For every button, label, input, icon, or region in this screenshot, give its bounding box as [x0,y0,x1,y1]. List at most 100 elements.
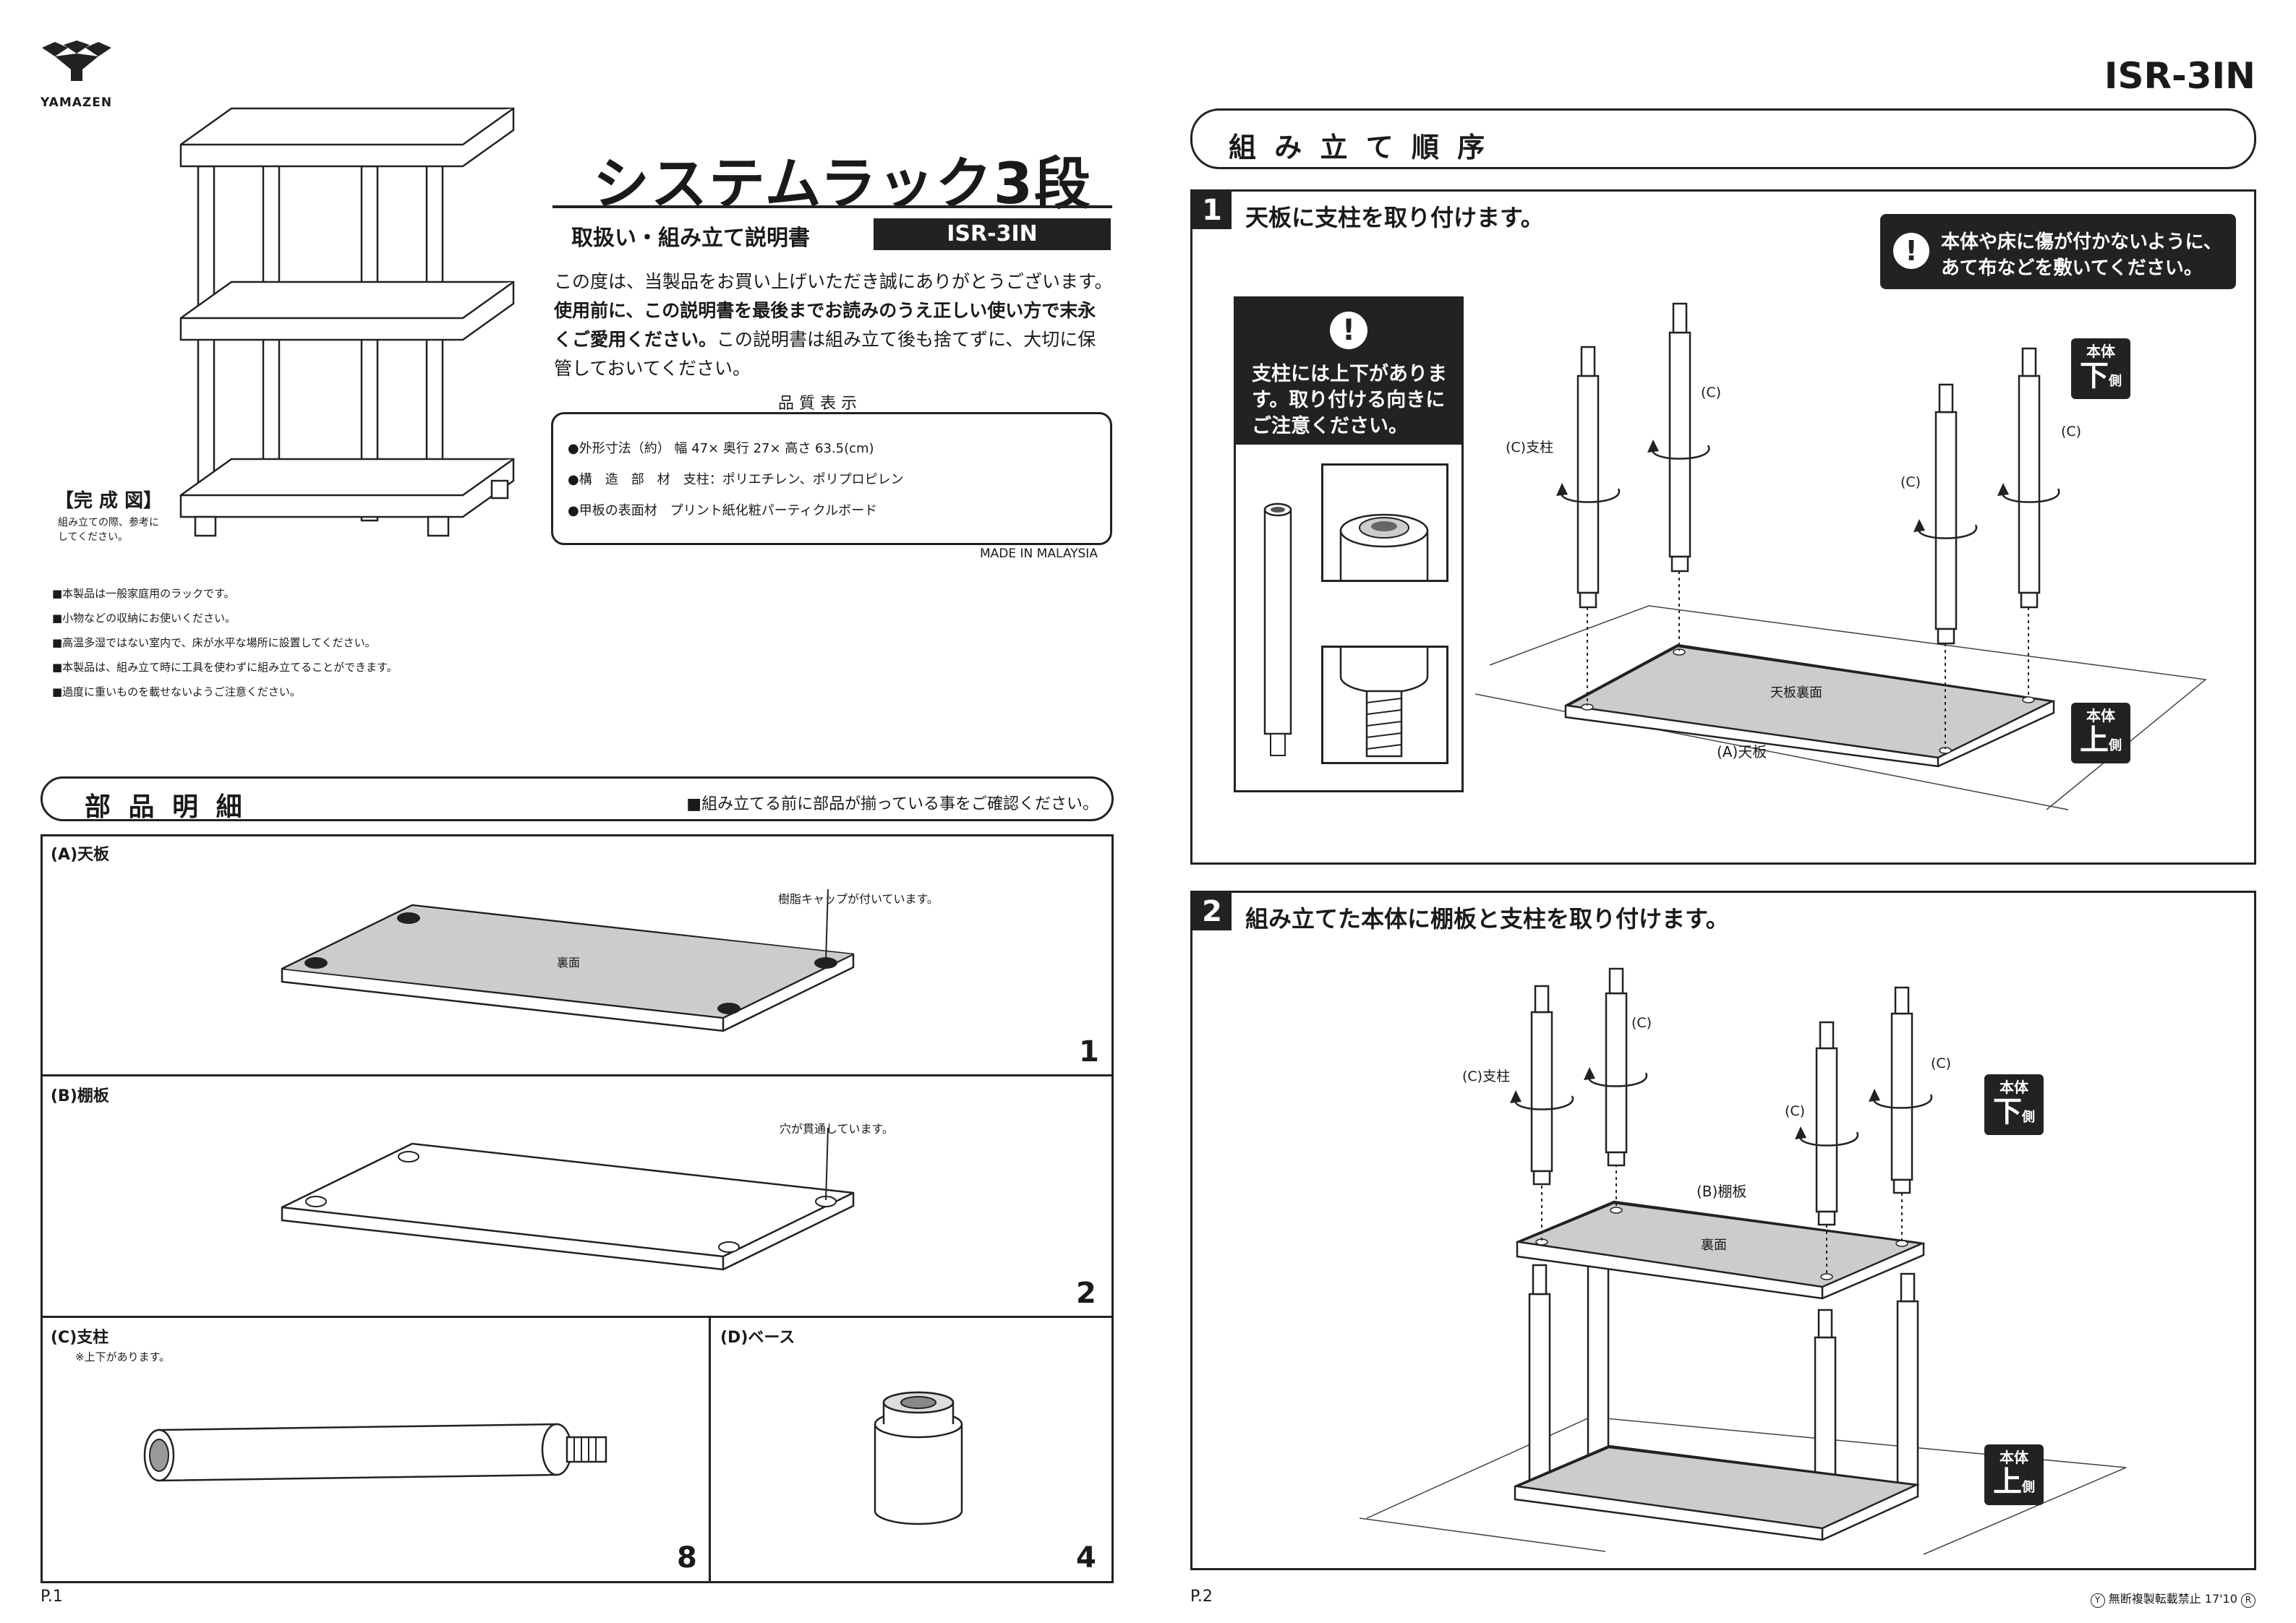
parts-check-note: ■組み立てる前に部品が揃っている事をご確認ください。 [686,795,1098,813]
yamazen-logo-icon [42,40,111,81]
intro-line-3a: く [554,329,573,350]
note-item: ■本製品は、組み立て時に工具を使わずに組み立てることができます。 [52,661,398,674]
badge-body-top: 本体 上側 [2071,703,2130,763]
model-badge: ISR-3IN [874,218,1111,250]
page-number-left: P.1 [40,1588,63,1606]
step2-number: 2 [1192,893,1232,930]
parts-divider [40,1074,1114,1076]
warning-icon: ! [1893,233,1929,269]
usage-notes: ■本製品は一般家庭用のラックです。 ■小物などの収納にお使いください。 ■高温多… [52,581,398,704]
complete-title: 【完 成 図】 [55,490,163,512]
badge-body-bottom: 本体 下側 [1984,1074,2044,1135]
parts-divider [40,1316,1114,1318]
title-rule [552,205,1112,208]
step1-board-label: (A)天板 [1717,743,1767,761]
step2-box [1190,891,2256,1570]
step2-c-label: (C) [1631,1015,1652,1031]
caution-pillar [1263,502,1292,756]
step1-number: 1 [1192,192,1232,229]
caution-line-3: ご注意ください。 [1252,415,1408,437]
intro-line-1: この度は、当製品をお買い上げいただき誠にありがとうございます。 [554,271,1113,292]
badge-main-row: 上側 [2071,726,2130,755]
badge-main-row: 下側 [1984,1097,2044,1126]
badge-top-text: 本体 [2000,1449,2028,1466]
step1-illustration [1475,302,2207,810]
badge-side-text: 側 [2109,374,2122,389]
badge-big-text: 下 [1993,1095,2022,1129]
step1-c-pillar-label: (C)支柱 [1506,440,1554,455]
pillar-bottom-detail [1339,648,1429,758]
badge-top-text: 本体 [2086,343,2115,360]
manual-subtitle: 取扱い・組み立て説明書 [571,226,810,251]
badge-big-text: 上 [1993,1465,2022,1499]
caution-line-2: す。取り付ける向きに [1252,389,1446,411]
quality-box: ●外形寸法（約） 幅 47× 奥行 27× 高さ 63.5(cm) ●構 造 部… [551,412,1112,545]
step2-illustration [1359,967,2127,1555]
step1-board-center: 天板裏面 [1770,685,1822,701]
part-a-board [281,888,855,1032]
caution-panel: ! 支柱には上下がありま す。取り付ける向きに ご注意ください。 [1234,296,1464,792]
part-c-label: (C)支柱 [51,1329,109,1347]
parts-heading-bar: 部 品 明 細 ■組み立てる前に部品が揃っている事をご確認ください。 [40,776,1114,822]
quality-item: ●甲板の表面材 プリント紙化粧パーティクルボード [568,503,878,518]
intro-line-2: 使用前に、この説明書を最後までお読みのうえ正しい使い方で末永 [554,300,1096,321]
step1-c-label: (C) [1900,474,1921,490]
completed-rack-illustration [179,107,515,537]
badge-side-text: 側 [2109,738,2122,753]
step2-title: 組み立てた本体に棚板と支柱を取り付けます。 [1245,905,1729,933]
part-b-callout: 穴が貫通しています。 [780,1122,894,1136]
step2-c-label: (C) [1931,1055,1952,1071]
part-a-qty: 1 [1079,1035,1099,1069]
part-b-label: (B)棚板 [51,1087,109,1105]
intro-line-3c: この説明書は組み立て後も捨てずに、大切に保 [717,329,1096,350]
badge-top-text: 本体 [2000,1079,2028,1096]
quality-heading: 品 質 表 示 [778,395,857,413]
copyright-footer: Y 無断複製転載禁止 17'10 R [2090,1589,2256,1608]
part-a-callout: 樹脂キャップが付いています。 [778,892,939,906]
step1-warning: ! 本体や床に傷が付かないように、 あて布などを敷いてください。 [1880,214,2236,289]
step2-board-center: 裏面 [1701,1238,1727,1253]
complete-note-2: してください。 [58,531,129,543]
badge-side-text: 側 [2022,1480,2035,1495]
part-b-board [281,1127,855,1271]
step1-c-label: (C) [2061,424,2082,440]
note-item: ■高温多湿ではない室内で、床が水平な場所に設置してください。 [52,636,376,649]
footer-text: 無断複製転載禁止 17'10 [2108,1592,2237,1606]
caution-line-1: 支柱には上下がありま [1252,363,1447,385]
yamazen-mark-icon: Y [2090,1593,2105,1608]
complete-note-1: 組み立ての際、参考に [58,517,159,528]
part-a-label: (A)天板 [51,846,110,864]
part-c-qty: 8 [677,1541,697,1575]
recycle-mark-icon: R [2241,1593,2256,1608]
part-c-pillar [143,1423,607,1482]
order-heading: 組 み 立 て 順 序 [1229,132,1490,163]
step2-c-pillar-label: (C)支柱 [1462,1069,1511,1084]
quality-item: ●構 造 部 材 支柱：ポリエチレン、ポリプロピレン [568,472,904,487]
page-number-right: P.2 [1190,1588,1213,1606]
quality-item: ●外形寸法（約） 幅 47× 奥行 27× 高さ 63.5(cm) [568,441,874,456]
badge-big-text: 下 [2080,359,2109,393]
step2-c-label: (C) [1785,1103,1806,1119]
caution-detail-bottom [1321,646,1448,764]
step1-box [1190,189,2256,865]
step2-board-label: (B)棚板 [1697,1183,1747,1200]
part-d-qty: 4 [1076,1541,1096,1575]
intro-line-3: くご愛用ください。この説明書は組み立て後も捨てずに、大切に保 [554,325,1096,351]
warning-line-1: 本体や床に傷が付かないように、 [1941,231,2222,253]
step1-c-label: (C) [1701,385,1722,401]
brand-name: YAMAZEN [40,95,113,110]
warning-line-2: あて布などを敷いてください。 [1941,257,2203,279]
badge-big-text: 上 [2080,724,2109,757]
intro-line-4: 管しておいてください。 [554,358,751,379]
order-heading-bar: 組 み 立 て 順 序 [1190,108,2256,169]
part-c-note: ※上下があります。 [75,1350,171,1363]
part-a-center: 裏面 [557,956,581,969]
parts-grid [40,834,1114,1583]
caution-header: ! 支柱には上下がありま す。取り付ける向きに ご注意ください。 [1236,299,1461,445]
badge-side-text: 側 [2022,1110,2035,1125]
badge-main-row: 上側 [1984,1468,2044,1496]
model-corner: ISR-3IN [2104,55,2256,97]
step1-title: 天板に支柱を取り付けます。 [1245,204,1544,231]
note-item: ■本製品は一般家庭用のラックです。 [52,587,235,600]
part-d-label: (D)ベース [720,1329,795,1347]
